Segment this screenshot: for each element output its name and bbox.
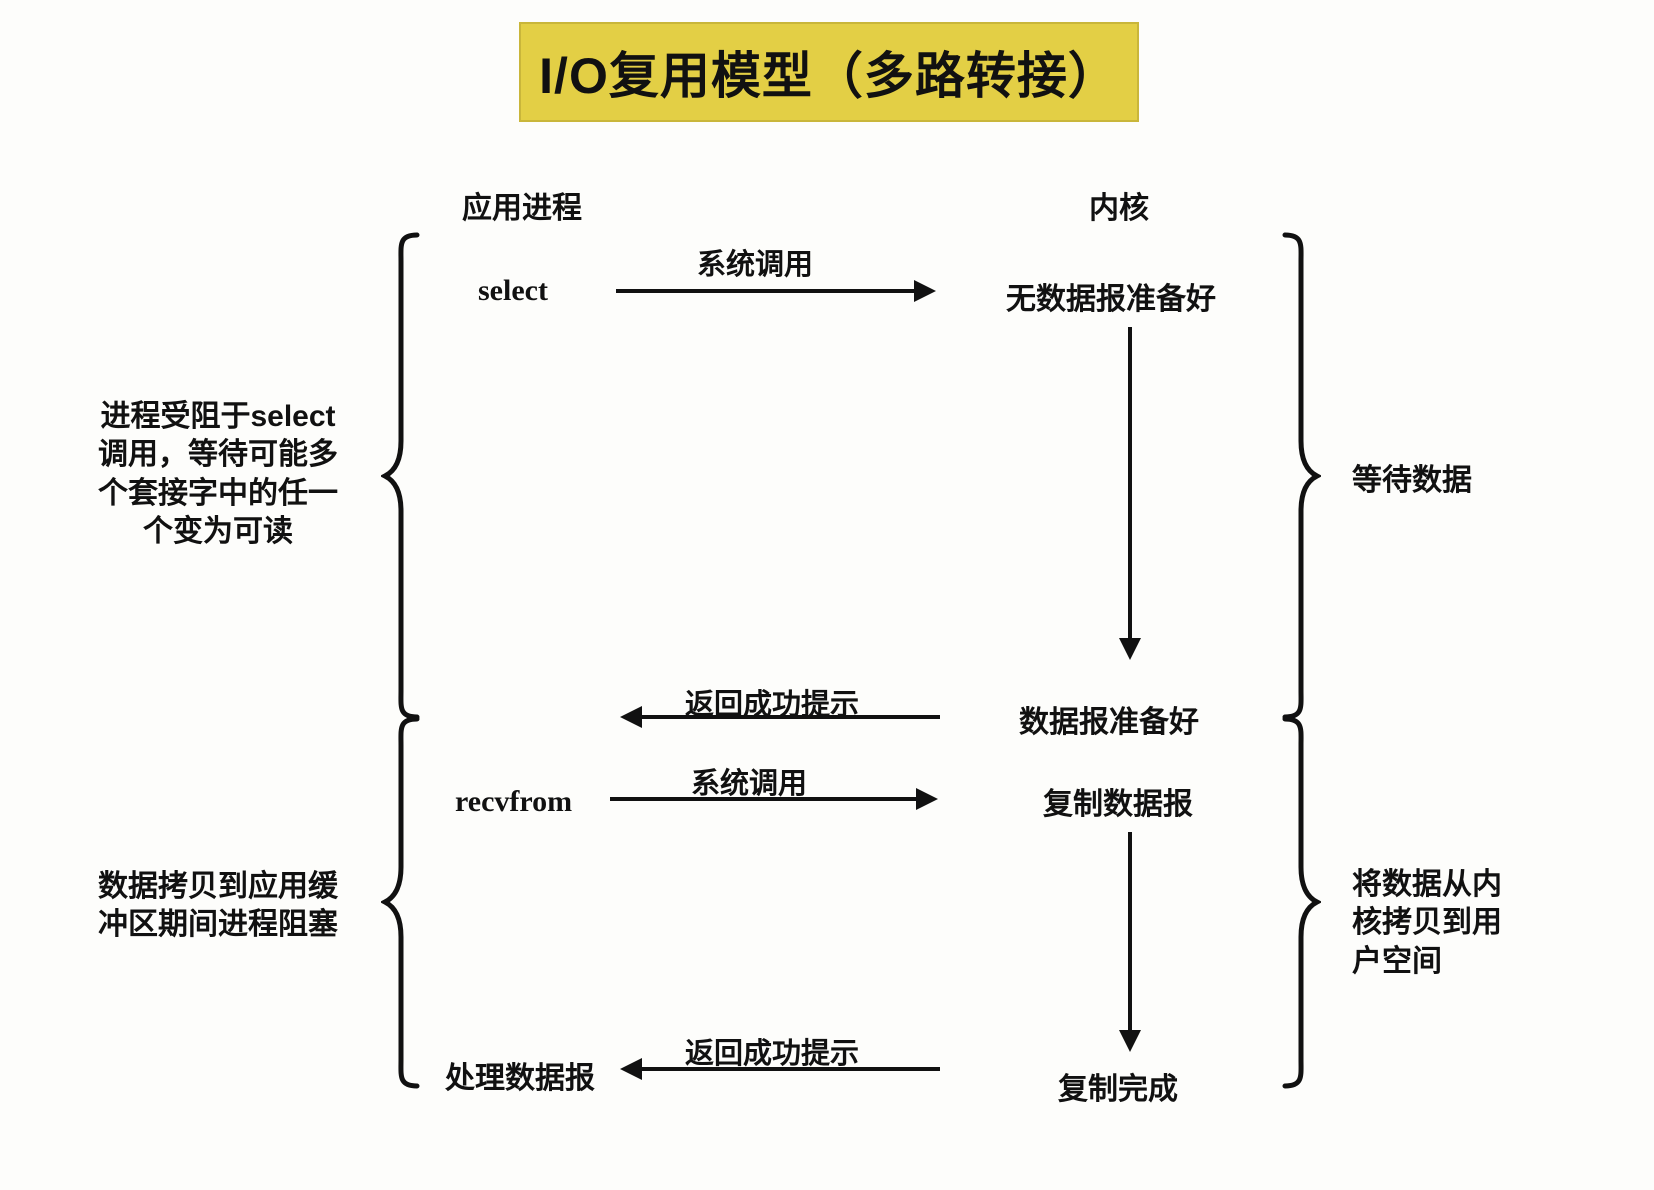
arrow-kernel-waiting xyxy=(1119,327,1141,660)
note-line: 个变为可读 xyxy=(143,515,293,549)
note-left-upper: 进程受阻于select 调用，等待可能多个套接字中的任一个变为可读 xyxy=(62,398,374,552)
arrow-syscall-1 xyxy=(616,280,936,302)
note-line: 调用，等待可能多 xyxy=(98,438,338,472)
note-line: 等待数据 xyxy=(1352,464,1472,497)
column-header-kernel: 内核 xyxy=(1089,192,1149,225)
diagram-title-banner: I/O复用模型（多路转接） xyxy=(519,22,1139,122)
node-no-datagram-ready: 无数据报准备好 xyxy=(1006,283,1216,316)
note-line: 冲区期间进程阻塞 xyxy=(98,908,338,942)
note-left-lower: 数据拷贝到应用缓冲区期间进程阻塞 xyxy=(62,868,374,945)
arrow-label-return-2: 返回成功提示 xyxy=(685,1038,860,1070)
note-line: 户空间 xyxy=(1352,944,1442,978)
column-header-application-process: 应用进程 xyxy=(462,192,582,225)
arrow-return-2 xyxy=(620,1058,940,1080)
note-right-lower: 将数据从内核拷贝到用户空间 xyxy=(1352,866,1572,981)
brace-right-upper xyxy=(1281,231,1321,721)
note-right-upper: 等待数据 xyxy=(1352,462,1572,500)
arrow-kernel-copying xyxy=(1119,832,1141,1052)
node-datagram-ready: 数据报准备好 xyxy=(1019,706,1199,739)
node-recvfrom: recvfrom xyxy=(455,785,573,818)
arrow-return-1 xyxy=(620,706,940,728)
brace-left-lower xyxy=(381,715,421,1090)
note-line: 进程受阻于select xyxy=(100,400,336,433)
page-title: I/O复用模型（多路转接） xyxy=(539,48,1119,104)
arrow-label-syscall-2: 系统调用 xyxy=(691,768,808,800)
note-line: 核拷贝到用 xyxy=(1352,906,1502,940)
brace-right-lower xyxy=(1281,715,1321,1090)
note-line: 将数据从内 xyxy=(1352,868,1502,901)
node-copying-datagram: 复制数据报 xyxy=(1043,788,1193,821)
brace-left-upper xyxy=(381,231,421,721)
node-process-datagram: 处理数据报 xyxy=(445,1062,595,1095)
node-select: select xyxy=(478,274,548,307)
note-line: 数据拷贝到应用缓 xyxy=(98,870,338,903)
note-line: 个套接字中的任一 xyxy=(98,476,338,510)
arrow-label-syscall-1: 系统调用 xyxy=(697,249,814,281)
arrow-syscall-2 xyxy=(610,788,938,810)
node-copy-complete: 复制完成 xyxy=(1058,1073,1178,1106)
